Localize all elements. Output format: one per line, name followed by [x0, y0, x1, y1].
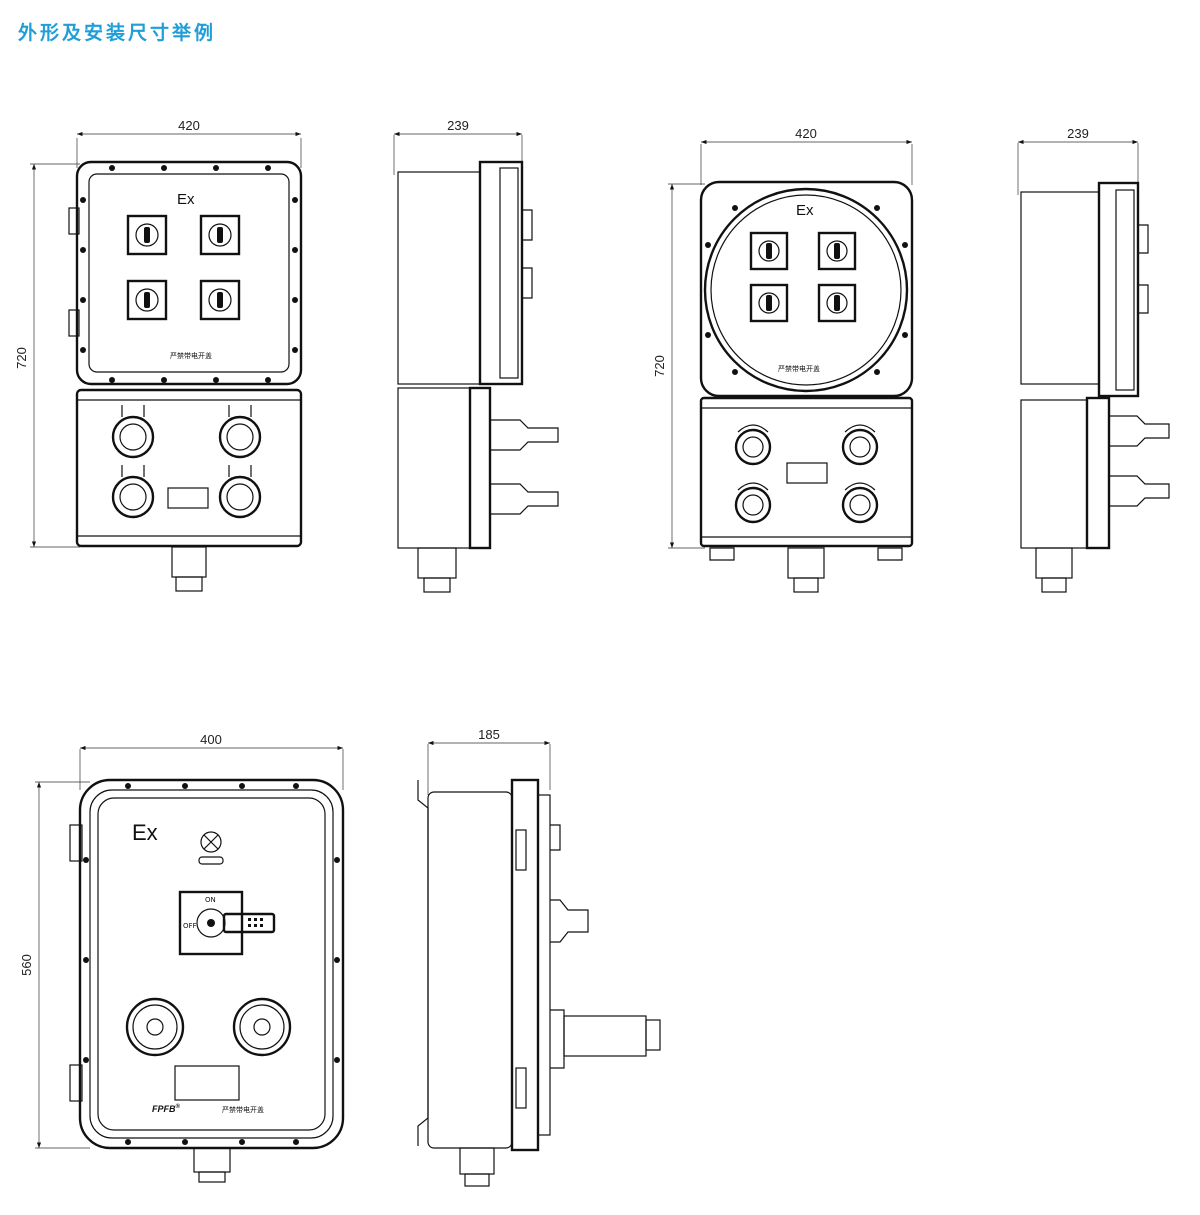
rotary-switch-icon: [199, 214, 241, 256]
socket-icon: [734, 424, 772, 466]
rotary-switch-icon: [749, 283, 789, 323]
nameplate: [174, 1065, 240, 1101]
diagram-2-side: 239: [1017, 126, 1170, 593]
rotary-switch-icon: [126, 214, 168, 256]
switch-off-label: OFF: [183, 922, 197, 930]
nameplate: [167, 487, 209, 509]
width-dim-label: 420: [795, 126, 817, 141]
diagram-1-side: 239: [393, 118, 559, 593]
socket-icon: [218, 405, 262, 459]
nameplate: [786, 462, 828, 484]
diagram-1-front: 420 720 Ex 严禁带电开盖: [14, 118, 303, 592]
socket-icon: [841, 424, 879, 466]
socket-icon: [111, 465, 155, 519]
warning-label: 严禁带电开盖: [170, 351, 212, 360]
indicator-lamp-icon: [198, 831, 224, 865]
switch-on-label: ON: [205, 896, 216, 904]
cable-gland-icon: [171, 546, 207, 578]
rotary-switch-icon: [126, 279, 168, 321]
socket-icon: [125, 997, 185, 1057]
socket-icon: [111, 405, 155, 459]
depth-dim-label: 239: [1067, 126, 1089, 141]
socket-icon: [841, 482, 879, 524]
brand-label: FPFB®: [152, 1103, 181, 1114]
cable-gland-icon: [787, 547, 825, 579]
ex-mark: Ex: [132, 820, 158, 845]
socket-icon: [218, 465, 262, 519]
rotary-switch-icon: [749, 231, 789, 271]
cable-gland-icon: [193, 1147, 231, 1173]
main-switch-icon: ON OFF: [178, 890, 276, 956]
ex-mark: Ex: [796, 202, 814, 219]
diagram-2-front: 420 720 Ex 严禁带电开盖: [652, 126, 914, 593]
page-title: 外形及安装尺寸举例: [18, 22, 217, 44]
width-dim-label: 420: [178, 118, 200, 133]
warning-label: 严禁带电开盖: [222, 1105, 264, 1114]
height-dim-label: 720: [14, 347, 29, 369]
warning-label: 严禁带电开盖: [778, 364, 820, 373]
rotary-switch-icon: [199, 279, 241, 321]
depth-dim-label: 185: [478, 727, 500, 742]
ex-mark: Ex: [177, 191, 195, 208]
width-dim-label: 400: [200, 732, 222, 747]
height-dim-label: 560: [19, 954, 34, 976]
rotary-switch-icon: [817, 283, 857, 323]
rotary-switch-icon: [817, 231, 857, 271]
diagram-3-front: 400 560 Ex ON OFF: [19, 732, 345, 1183]
depth-dim-label: 239: [447, 118, 469, 133]
diagram-3-side: 185: [417, 727, 661, 1187]
height-dim-label: 720: [652, 355, 667, 377]
socket-icon: [734, 482, 772, 524]
socket-icon: [232, 997, 292, 1057]
